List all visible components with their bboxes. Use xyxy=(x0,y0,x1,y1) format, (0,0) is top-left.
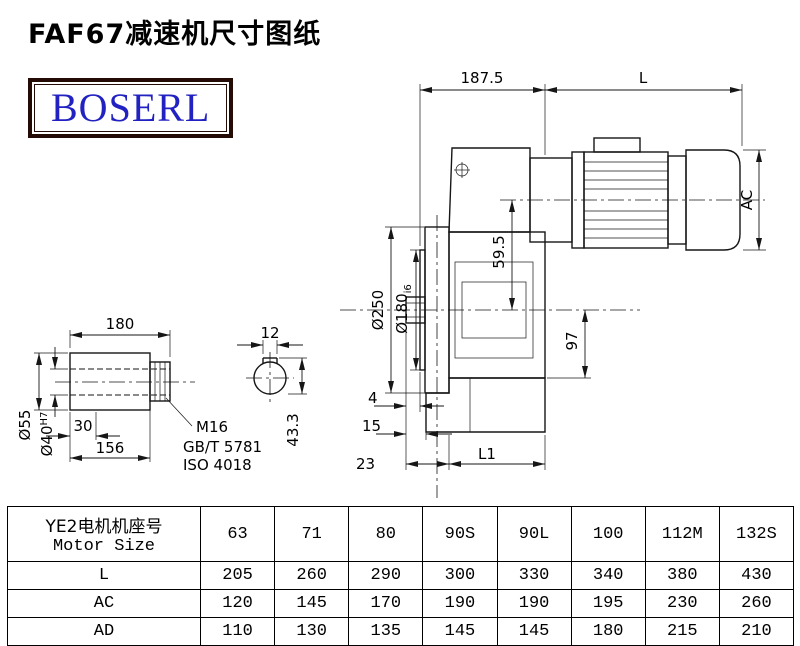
table-cell: 90L xyxy=(496,506,572,562)
table-cell: 190 xyxy=(422,589,498,618)
table-cell: 230 xyxy=(644,589,720,618)
row-label: L xyxy=(7,561,201,590)
reducer-housing-outline xyxy=(405,147,546,433)
table-cell: 135 xyxy=(348,617,424,646)
table-cell: 130 xyxy=(274,617,350,646)
dim-motor-height: AC xyxy=(738,190,756,210)
dim-shaft-diameter: Ø55 xyxy=(16,410,34,441)
dimension-texts: 187.5 L AC 59.5 97 Ø250 Ø180i6 4 15 23 L… xyxy=(16,69,756,474)
dim-key-height: 43.3 xyxy=(284,413,302,446)
table-cell: 71 xyxy=(274,506,350,562)
dimension-lines xyxy=(34,84,766,470)
page-title: FAF67减速机尺寸图纸 xyxy=(28,19,322,50)
dim-spigot-diameter: Ø180i6 xyxy=(393,284,414,334)
table-cell: 290 xyxy=(348,561,424,590)
table-cell: 430 xyxy=(718,561,795,590)
dim-flange-diameter: Ø250 xyxy=(369,290,387,330)
dim-key-width: 12 xyxy=(260,324,279,342)
dim-top-width: 187.5 xyxy=(461,69,504,87)
table-cell: 260 xyxy=(718,589,795,618)
dim-156: 156 xyxy=(96,439,125,457)
motor-size-header-cn: YE2电机机座号 xyxy=(45,517,163,537)
table-cell: 120 xyxy=(199,589,276,618)
dim-motor-length: L xyxy=(639,69,648,87)
table-row-AD: AD 110 130 135 145 145 180 215 210 xyxy=(7,617,795,646)
table-cell: 63 xyxy=(199,506,276,562)
table-cell: 145 xyxy=(496,617,572,646)
table-cell: 90S xyxy=(422,506,498,562)
table-cell: 145 xyxy=(274,589,350,618)
table-cell: 330 xyxy=(496,561,572,590)
table-cell: 145 xyxy=(422,617,498,646)
table-cell: 180 xyxy=(570,617,646,646)
table-cell: 80 xyxy=(348,506,424,562)
boserl-logo: BOSERL xyxy=(28,78,234,138)
boserl-logo-text: BOSERL xyxy=(34,84,228,132)
dim-23: 23 xyxy=(356,455,375,473)
dim-shaft-length: 180 xyxy=(106,315,135,333)
motor-size-header-en: Motor Size xyxy=(52,537,156,556)
table-row-AC: AC 120 145 170 190 190 195 230 260 xyxy=(7,589,795,618)
table-cell: 205 xyxy=(199,561,276,590)
dim-body-length: L1 xyxy=(478,445,496,463)
table-cell: 210 xyxy=(718,617,795,646)
motor-outline xyxy=(529,137,741,251)
motor-size-table: YE2电机机座号 Motor Size 63 71 80 90S 90L 100… xyxy=(7,506,795,646)
table-header-row: YE2电机机座号 Motor Size 63 71 80 90S 90L 100… xyxy=(7,506,795,562)
centerlines xyxy=(55,199,765,498)
table-cell: 190 xyxy=(496,589,572,618)
thread-callout: M16 xyxy=(196,418,228,436)
row-label: AC xyxy=(7,589,201,618)
table-cell: 112M xyxy=(644,506,720,562)
dim-4: 4 xyxy=(368,389,378,407)
table-cell: 170 xyxy=(348,589,424,618)
table-cell: 340 xyxy=(570,561,646,590)
table-cell: 110 xyxy=(199,617,276,646)
table-cell: 260 xyxy=(274,561,350,590)
motor-size-header: YE2电机机座号 Motor Size xyxy=(7,506,201,562)
dim-axis-offset: 59.5 xyxy=(490,235,508,268)
standard-iso: ISO 4018 xyxy=(183,456,252,474)
table-cell: 215 xyxy=(644,617,720,646)
dim-bore-diameter: Ø40H7 xyxy=(38,412,56,457)
table-cell: 132S xyxy=(718,506,795,562)
dim-30: 30 xyxy=(73,417,92,435)
shaft-detail-outline xyxy=(69,352,287,411)
row-label: AD xyxy=(7,617,201,646)
table-cell: 380 xyxy=(644,561,720,590)
table-cell: 100 xyxy=(570,506,646,562)
dimension-drawing: 187.5 L AC 59.5 97 Ø250 Ø180i6 4 15 23 L… xyxy=(16,69,766,498)
table-row-L: L 205 260 290 300 330 340 380 430 xyxy=(7,561,795,590)
table-cell: 195 xyxy=(570,589,646,618)
standard-gb: GB/T 5781 xyxy=(183,438,262,456)
table-cell: 300 xyxy=(422,561,498,590)
dim-15: 15 xyxy=(362,417,381,435)
dim-axis-depth: 97 xyxy=(563,331,581,350)
